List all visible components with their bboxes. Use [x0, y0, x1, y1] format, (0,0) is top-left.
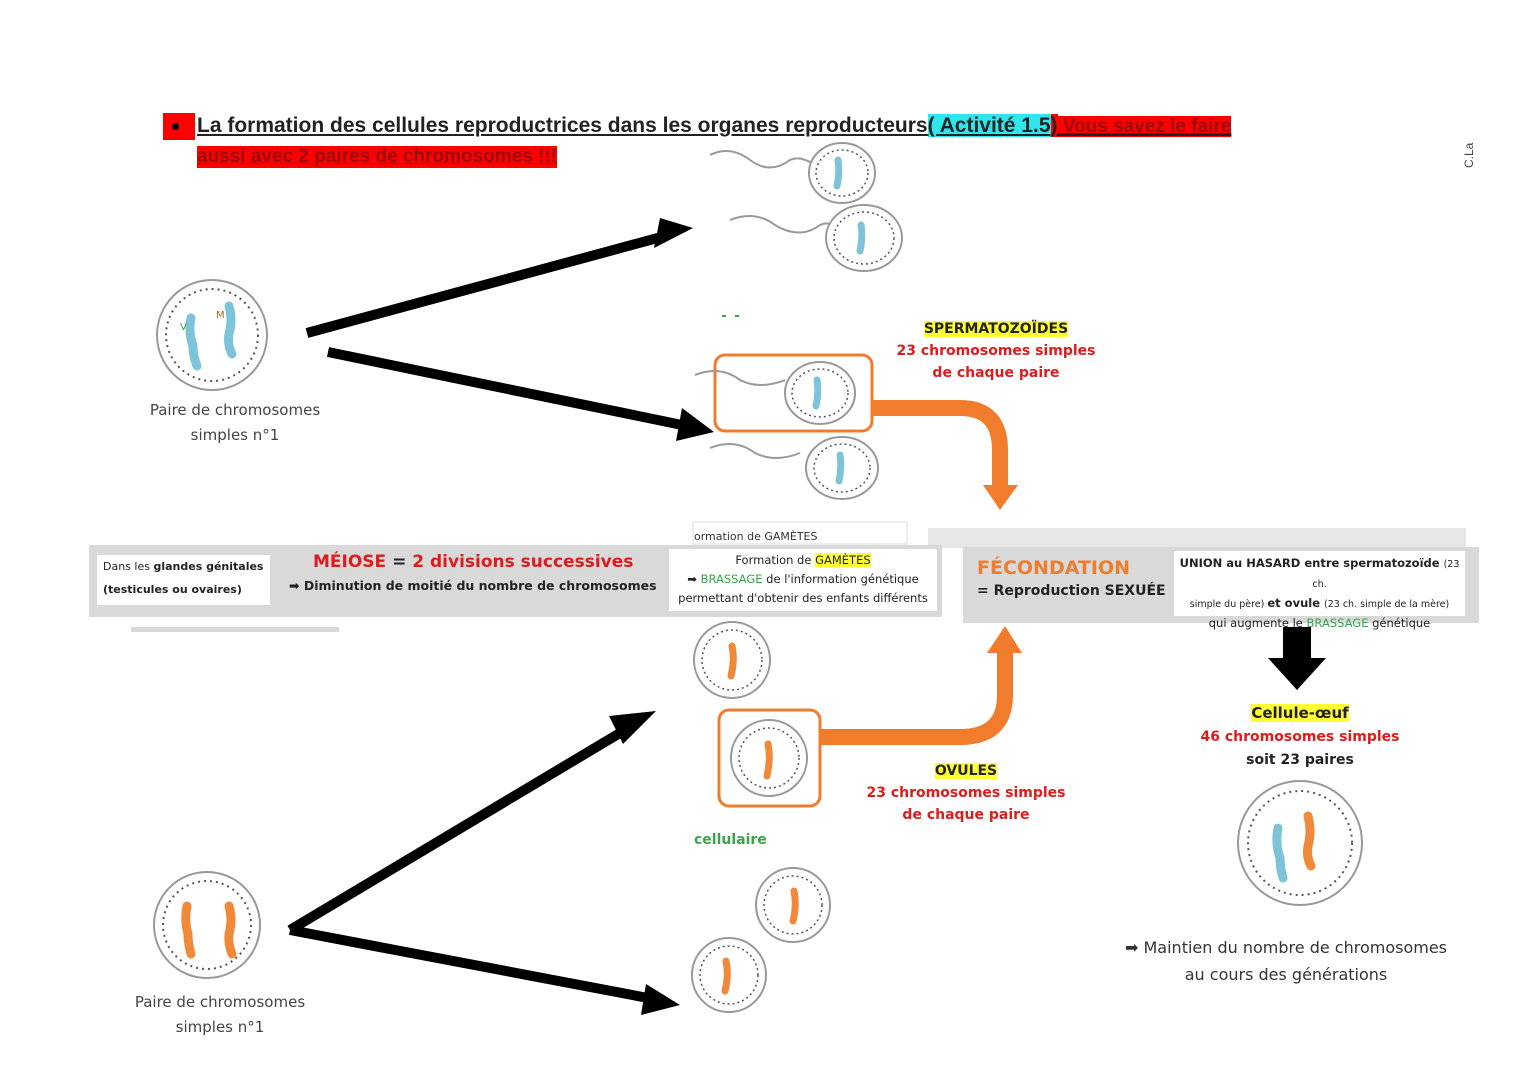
egg-title: Cellule-œuf	[1251, 704, 1349, 722]
sperm-cell-3-selected	[694, 353, 874, 433]
ghost-gametes-text: ormation de GAMÈTES	[694, 530, 818, 543]
ovule-cell-2-selected	[717, 708, 822, 808]
gametes-box: Formation de GAMÈTES ➡ BRASSAGE de l'inf…	[669, 549, 937, 611]
pair-caption-top-line1: Paire de chromosomes	[149, 401, 321, 419]
union-line3-b: BRASSAGE	[1306, 616, 1369, 630]
fecondation-subtitle: = Reproduction SEXUÉE	[977, 583, 1166, 599]
pair-caption-bottom-line1: Paire de chromosomes	[134, 993, 306, 1011]
arrowhead-top-upper	[654, 218, 693, 248]
cellulaire-fragment: cellulaire	[694, 832, 767, 848]
egg-line2: soit 23 paires	[1246, 752, 1354, 768]
title-red-part2: aussi avec 2 paires de chromosomes !!!	[197, 146, 558, 168]
union-line3-a: qui augmente le	[1208, 616, 1307, 630]
orange-arrow-ovule	[820, 650, 1013, 745]
ovules-line1: 23 chromosomes simples	[866, 785, 1066, 801]
ovules-title: OVULES	[934, 763, 998, 779]
bullet-marker	[163, 113, 195, 140]
union-line3-c: génétique	[1368, 616, 1431, 630]
orange-arrow-sperm	[872, 400, 1008, 488]
pair-caption-top: Paire de chromosomes simples n°1	[135, 398, 335, 448]
chrom-mark-v: V	[180, 322, 187, 333]
chrom-mark-m: M	[216, 310, 225, 321]
location-line2: (testicules ou ovaires)	[103, 583, 242, 596]
ovule-cell-3	[755, 867, 831, 943]
black-arrow-shaft-egg	[1283, 627, 1311, 660]
arrowhead-bottom-upper	[609, 711, 656, 744]
page-title: La formation des cellules reproductrices…	[197, 114, 1232, 138]
location-box: Dans les glandes génitales (testicules o…	[97, 555, 270, 605]
union-box: UNION au HASARD entre spermatozoïde (23 …	[1174, 551, 1465, 630]
arrow-top-upper	[305, 231, 667, 338]
ovules-line2: de chaque paire	[902, 807, 1030, 823]
egg-label: Cellule-œuf 46 chromosomes simples soit …	[1180, 702, 1420, 772]
conclusion: ➡ Maintien du nombre de chromosomes au c…	[1100, 934, 1472, 988]
ovule-cell-1	[693, 621, 771, 699]
parent-cell-top	[156, 279, 268, 391]
arrowhead-top-lower	[676, 408, 714, 441]
egg-line1: 46 chromosomes simples	[1200, 729, 1400, 745]
meiose-definition: 2 divisions successives	[412, 552, 634, 572]
meiose-subtext: ➡ Diminution de moitié du nombre de chro…	[289, 578, 657, 593]
union-line2-b: et ovule	[1267, 596, 1325, 610]
sperm-cell-1	[709, 142, 876, 204]
orange-arrowhead-sperm	[983, 485, 1018, 510]
gametes-word: GAMÈTES	[815, 553, 871, 567]
title-activity: ( Activité 1.5	[927, 114, 1051, 137]
arrow-top-lower	[326, 347, 684, 430]
sperm-title: SPERMATOZOÏDES	[923, 321, 1069, 337]
union-line2-a: simple du père)	[1189, 599, 1268, 610]
zygote-cell	[1237, 780, 1363, 906]
union-line2-c: (23 ch. simple de la mère)	[1324, 599, 1450, 610]
title-main: La formation des cellules reproductrices…	[197, 114, 928, 137]
brassage-rest: de l'information génétique	[762, 572, 919, 586]
sperm-line2: de chaque paire	[932, 365, 1060, 381]
union-line1-b: (23 ch.	[1312, 559, 1460, 590]
meiose-heading: MÉIOSE = 2 divisions successives	[313, 552, 633, 572]
parent-cell-bottom	[153, 871, 261, 979]
gametes-pre: Formation de	[735, 553, 816, 567]
sperm-line1: 23 chromosomes simples	[896, 343, 1096, 359]
brassage-word: BRASSAGE	[700, 572, 763, 586]
arrow-bottom-upper	[287, 722, 633, 935]
conclusion-line1: ➡ Maintien du nombre de chromosomes	[1125, 938, 1447, 957]
title-red-part1: Vous savez le faire	[1057, 116, 1232, 137]
pair-caption-bottom-line2: simples n°1	[175, 1018, 265, 1036]
conclusion-line2: au cours des générations	[1184, 965, 1388, 984]
brassage-arrow-icon: ➡	[687, 572, 701, 586]
black-arrowhead-egg	[1268, 658, 1326, 690]
sperm-cell-4	[709, 436, 879, 500]
sperm-label: SPERMATOZOÏDES 23 chromosomes simples de…	[880, 318, 1112, 384]
fecondation-title: FÉCONDATION	[977, 557, 1131, 579]
pair-caption-top-line2: simples n°1	[190, 426, 280, 444]
location-pre: Dans les	[103, 560, 154, 573]
orange-arrowhead-ovule	[987, 626, 1022, 653]
location-bold: glandes génitales	[153, 560, 264, 573]
pair-caption-bottom: Paire de chromosomes simples n°1	[120, 990, 320, 1040]
ovule-cell-4	[691, 937, 767, 1013]
ovules-label: OVULES 23 chromosomes simples de chaque …	[850, 760, 1082, 826]
meiose-word: MÉIOSE	[313, 552, 387, 572]
arrow-bottom-lower	[289, 925, 649, 1003]
brassage-line2: permettant d'obtenir des enfants différe…	[678, 591, 928, 605]
union-line1-a: UNION au HASARD entre spermatozoïde	[1179, 556, 1444, 570]
sperm-cell-2	[729, 204, 903, 272]
arrowhead-bottom-lower	[641, 984, 680, 1015]
title-paren: )	[1050, 114, 1058, 137]
meiose-equals: =	[392, 552, 407, 572]
bullet-dot-icon	[172, 123, 179, 130]
